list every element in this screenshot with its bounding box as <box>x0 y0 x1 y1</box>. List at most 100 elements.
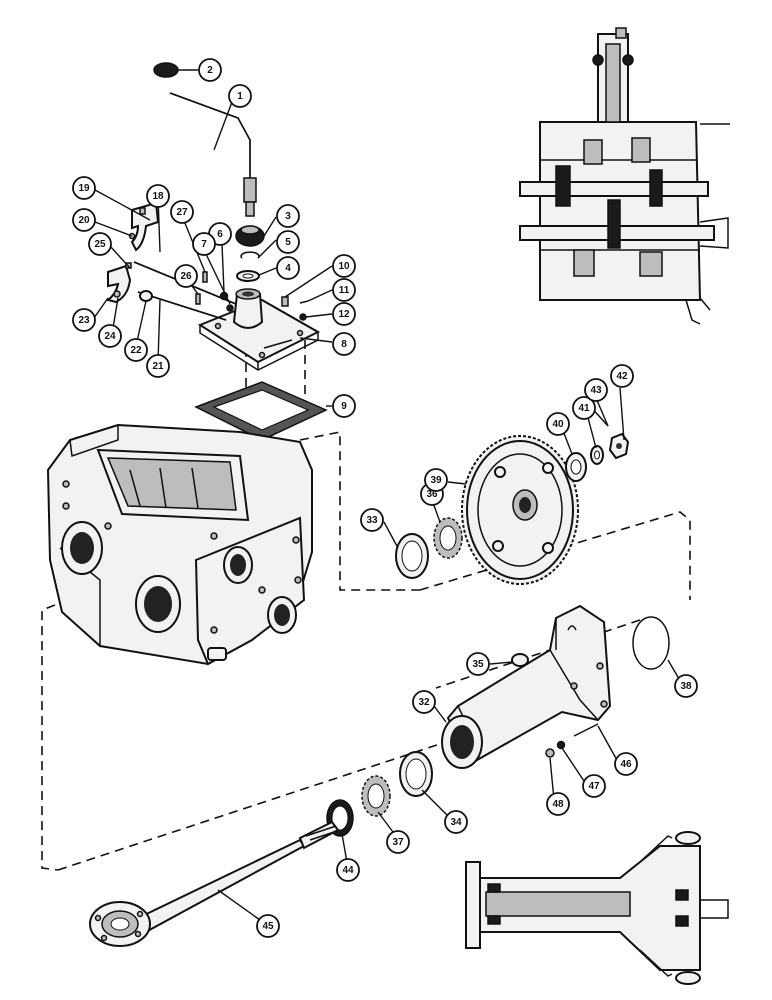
callout-3: 3 <box>276 204 300 228</box>
callout-circle <box>228 84 252 108</box>
callout-number: 1 <box>237 91 243 102</box>
callout-number: 32 <box>418 697 430 708</box>
callout-circle <box>610 364 634 388</box>
bearing-cone-37 <box>361 775 391 817</box>
callout-circle <box>360 508 384 532</box>
callout-circle <box>546 792 570 816</box>
callout-number: 41 <box>578 403 590 414</box>
callout-42: 42 <box>610 364 634 388</box>
callout-circle <box>444 810 468 834</box>
callout-circle <box>276 256 300 280</box>
callout-number: 20 <box>78 215 90 226</box>
callout-labels: 1234567891011121819202122232425262732333… <box>72 58 698 938</box>
plug <box>511 653 529 667</box>
detent-parts <box>195 271 234 312</box>
callout-23: 23 <box>72 308 96 332</box>
callout-circle <box>614 752 638 776</box>
callout-number: 2 <box>207 65 213 76</box>
callout-45: 45 <box>256 914 280 938</box>
callout-number: 36 <box>426 489 438 500</box>
callout-48: 48 <box>546 792 570 816</box>
shift-fork-group <box>105 201 237 321</box>
callout-44: 44 <box>336 858 360 882</box>
shift-lever <box>169 92 251 210</box>
callout-8: 8 <box>332 332 356 356</box>
callout-circle <box>198 58 222 82</box>
bearing-cone-36 <box>433 517 463 559</box>
callout-circle <box>98 324 122 348</box>
callout-circle <box>332 254 356 278</box>
callout-circle <box>146 184 170 208</box>
axle-housing <box>441 604 612 769</box>
callout-circle <box>336 858 360 882</box>
callout-circle <box>256 914 280 938</box>
callout-number: 26 <box>180 271 192 282</box>
lever-knob <box>153 62 179 78</box>
callout-40: 40 <box>546 412 570 436</box>
callout-number: 7 <box>201 239 207 250</box>
callout-number: 9 <box>341 401 347 412</box>
callout-9: 9 <box>332 394 356 418</box>
callout-11: 11 <box>332 278 356 302</box>
gear-hardware <box>565 405 630 482</box>
callout-circle <box>332 302 356 326</box>
callout-circle <box>584 378 608 402</box>
callout-circle <box>674 674 698 698</box>
shift-lever-group <box>153 62 257 217</box>
callout-24: 24 <box>98 324 122 348</box>
callout-number: 6 <box>217 229 223 240</box>
callout-number: 18 <box>152 191 164 202</box>
callout-number: 8 <box>341 339 347 350</box>
snap-ring <box>240 251 260 259</box>
callout-circle <box>124 338 148 362</box>
callout-12: 12 <box>332 302 356 326</box>
callout-circle <box>424 468 448 492</box>
callout-number: 19 <box>78 183 90 194</box>
callout-38: 38 <box>674 674 698 698</box>
callout-circle <box>466 652 490 676</box>
callout-43: 43 <box>584 378 608 402</box>
shift-cover-plate <box>197 288 321 371</box>
callout-34: 34 <box>444 810 468 834</box>
callout-22: 22 <box>124 338 148 362</box>
callout-39: 39 <box>424 468 448 492</box>
callout-number: 33 <box>366 515 378 526</box>
callout-circle <box>170 200 194 224</box>
callout-26: 26 <box>174 264 198 288</box>
callout-circle <box>72 176 96 200</box>
callout-number: 46 <box>620 759 632 770</box>
axle-section-view <box>465 831 729 985</box>
axle-housing-hardware <box>545 723 599 758</box>
callout-circle <box>72 208 96 232</box>
callout-number: 37 <box>392 837 404 848</box>
callout-circle <box>276 230 300 254</box>
callout-27: 27 <box>170 200 194 224</box>
callout-number: 21 <box>152 361 164 372</box>
callout-18: 18 <box>146 184 170 208</box>
callout-number: 24 <box>104 331 116 342</box>
callout-number: 40 <box>552 419 564 430</box>
callout-circle <box>546 412 570 436</box>
callout-circle <box>412 690 436 714</box>
callout-2: 2 <box>198 58 222 82</box>
callout-number: 10 <box>338 261 350 272</box>
callout-circle <box>386 830 410 854</box>
callout-10: 10 <box>332 254 356 278</box>
callout-20: 20 <box>72 208 96 232</box>
callout-number: 23 <box>78 315 90 326</box>
callout-number: 44 <box>342 865 354 876</box>
callout-circle <box>582 774 606 798</box>
callout-number: 45 <box>262 921 274 932</box>
callout-19: 19 <box>72 176 96 200</box>
bearing-cup-33 <box>395 533 429 579</box>
callout-25: 25 <box>88 232 112 256</box>
callout-33: 33 <box>360 508 384 532</box>
lever-end <box>243 177 257 203</box>
boot-seal-group <box>235 225 265 282</box>
callout-35: 35 <box>466 652 490 676</box>
o-ring <box>632 616 670 670</box>
callout-46: 46 <box>614 752 638 776</box>
callout-number: 34 <box>450 817 462 828</box>
